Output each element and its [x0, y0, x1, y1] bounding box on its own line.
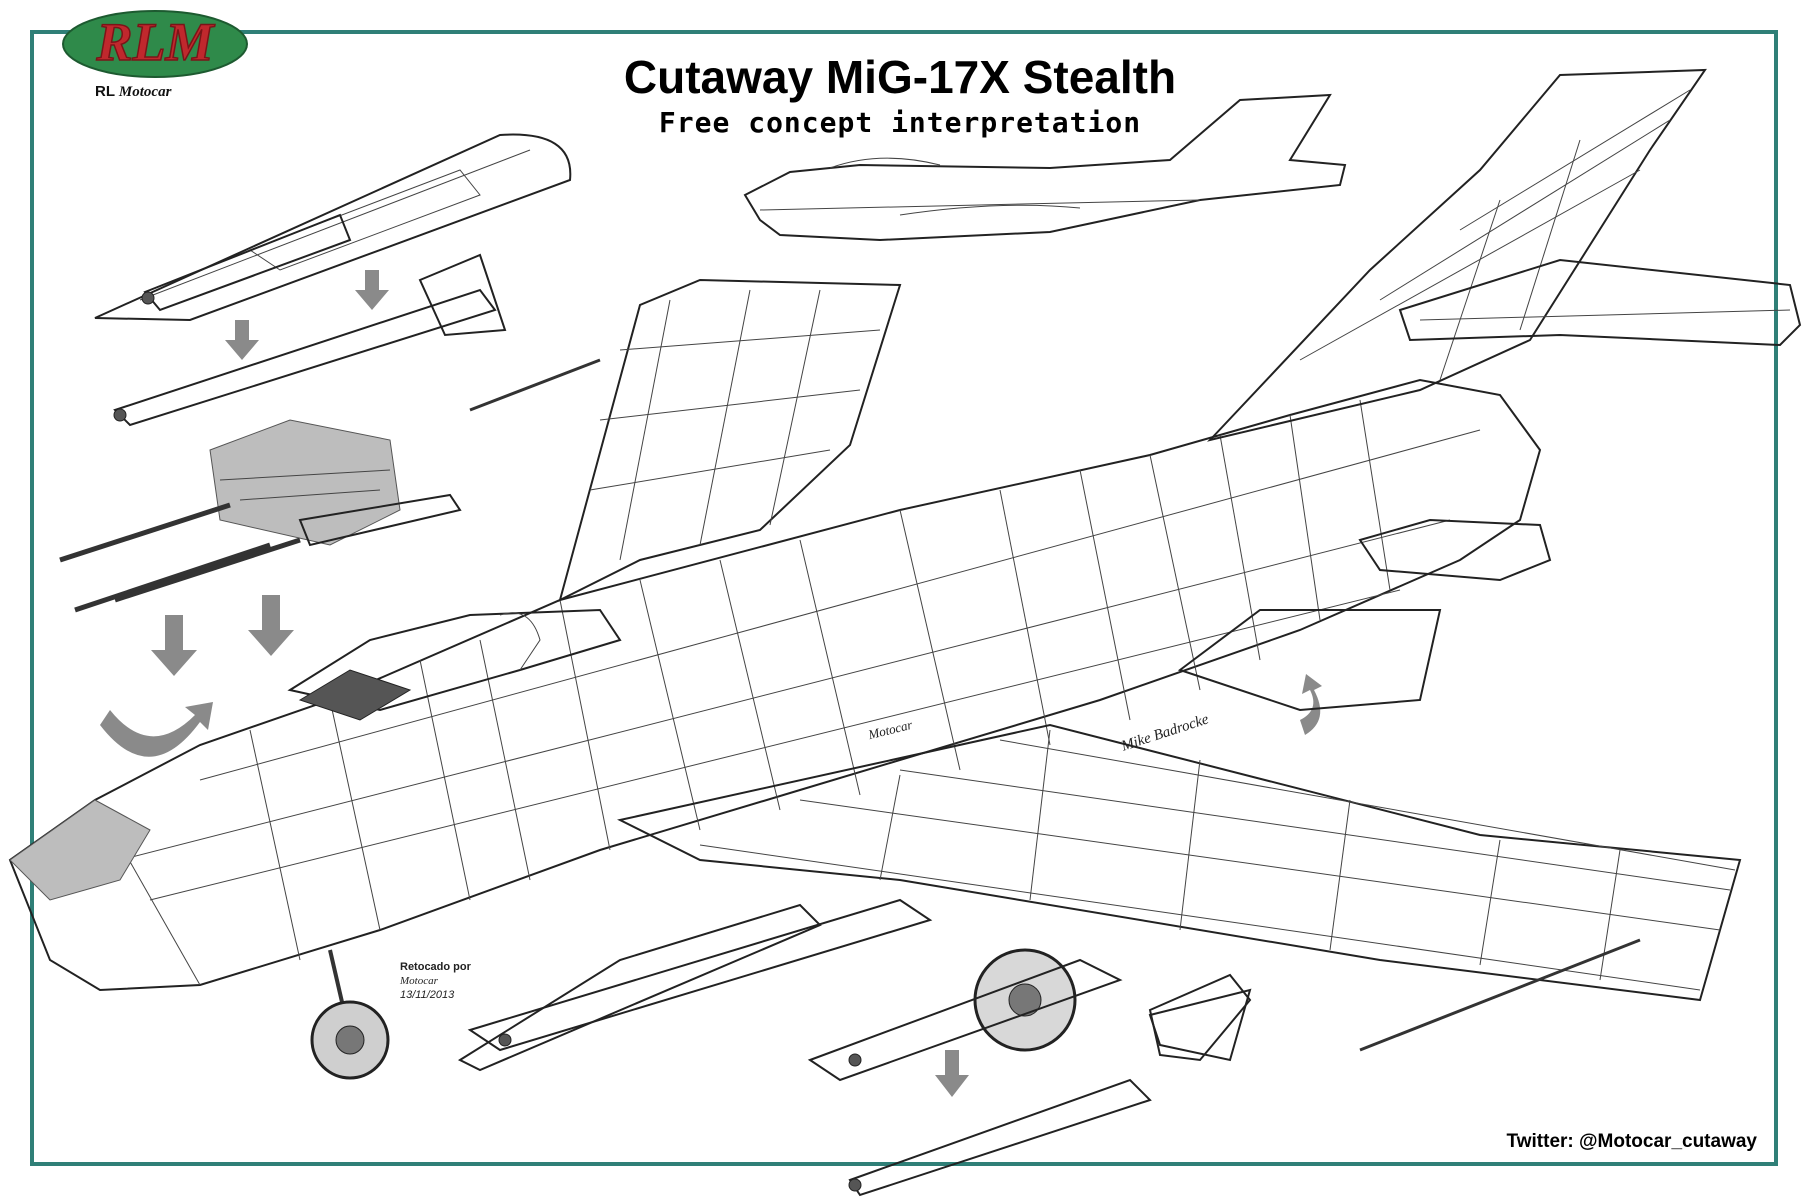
arrow-down-icon [935, 1050, 969, 1097]
rlm-logo: RLM [62, 10, 248, 78]
missile-pod-upper [94, 133, 572, 322]
landing-gear-nose [310, 949, 390, 1080]
retouch-line1: Retocado por [400, 961, 471, 973]
logo-caption: RL Motocar [95, 83, 171, 101]
missile-lower-left [113, 253, 507, 427]
arrow-down-icon [151, 615, 197, 676]
retouch-date: 13/11/2013 [400, 989, 455, 1001]
svg-text:RLM: RLM [95, 12, 215, 72]
page-subtitle: Free concept interpretation [658, 106, 1142, 139]
missile-lower-bottom [848, 973, 1252, 1197]
cannon-pack [59, 419, 462, 613]
arrow-down-icon [248, 595, 294, 656]
aircraft-tail-fin [1177, 68, 1802, 712]
border-frame [30, 30, 1778, 1166]
twitter-handle: Twitter: @Motocar_cutaway [1506, 1131, 1757, 1152]
page-title: Cutaway MiG-17X Stealth [623, 51, 1177, 103]
aircraft-fuselage [8, 378, 1542, 992]
landing-gear-main [973, 948, 1077, 1052]
curved-arrow-icon [1300, 674, 1322, 735]
missile-under-wing-left [457, 898, 933, 1072]
arrow-down-icon [355, 270, 389, 310]
retouch-line2: Motocar [400, 975, 438, 987]
assembly-arrows [100, 270, 1322, 1097]
arrow-down-icon [225, 320, 259, 360]
logo-caption-prefix: RL [95, 83, 115, 100]
curved-arrow-icon [100, 702, 213, 757]
missile-under-wing-center [807, 958, 1252, 1082]
retouch-note: Retocado por Motocar 13/11/2013 [400, 960, 471, 1002]
side-profile-silhouette [743, 93, 1347, 242]
logo-caption-script: Motocar [118, 84, 172, 100]
aircraft-wing-lower [617, 723, 1742, 1052]
aircraft-wing-upper [469, 278, 902, 602]
